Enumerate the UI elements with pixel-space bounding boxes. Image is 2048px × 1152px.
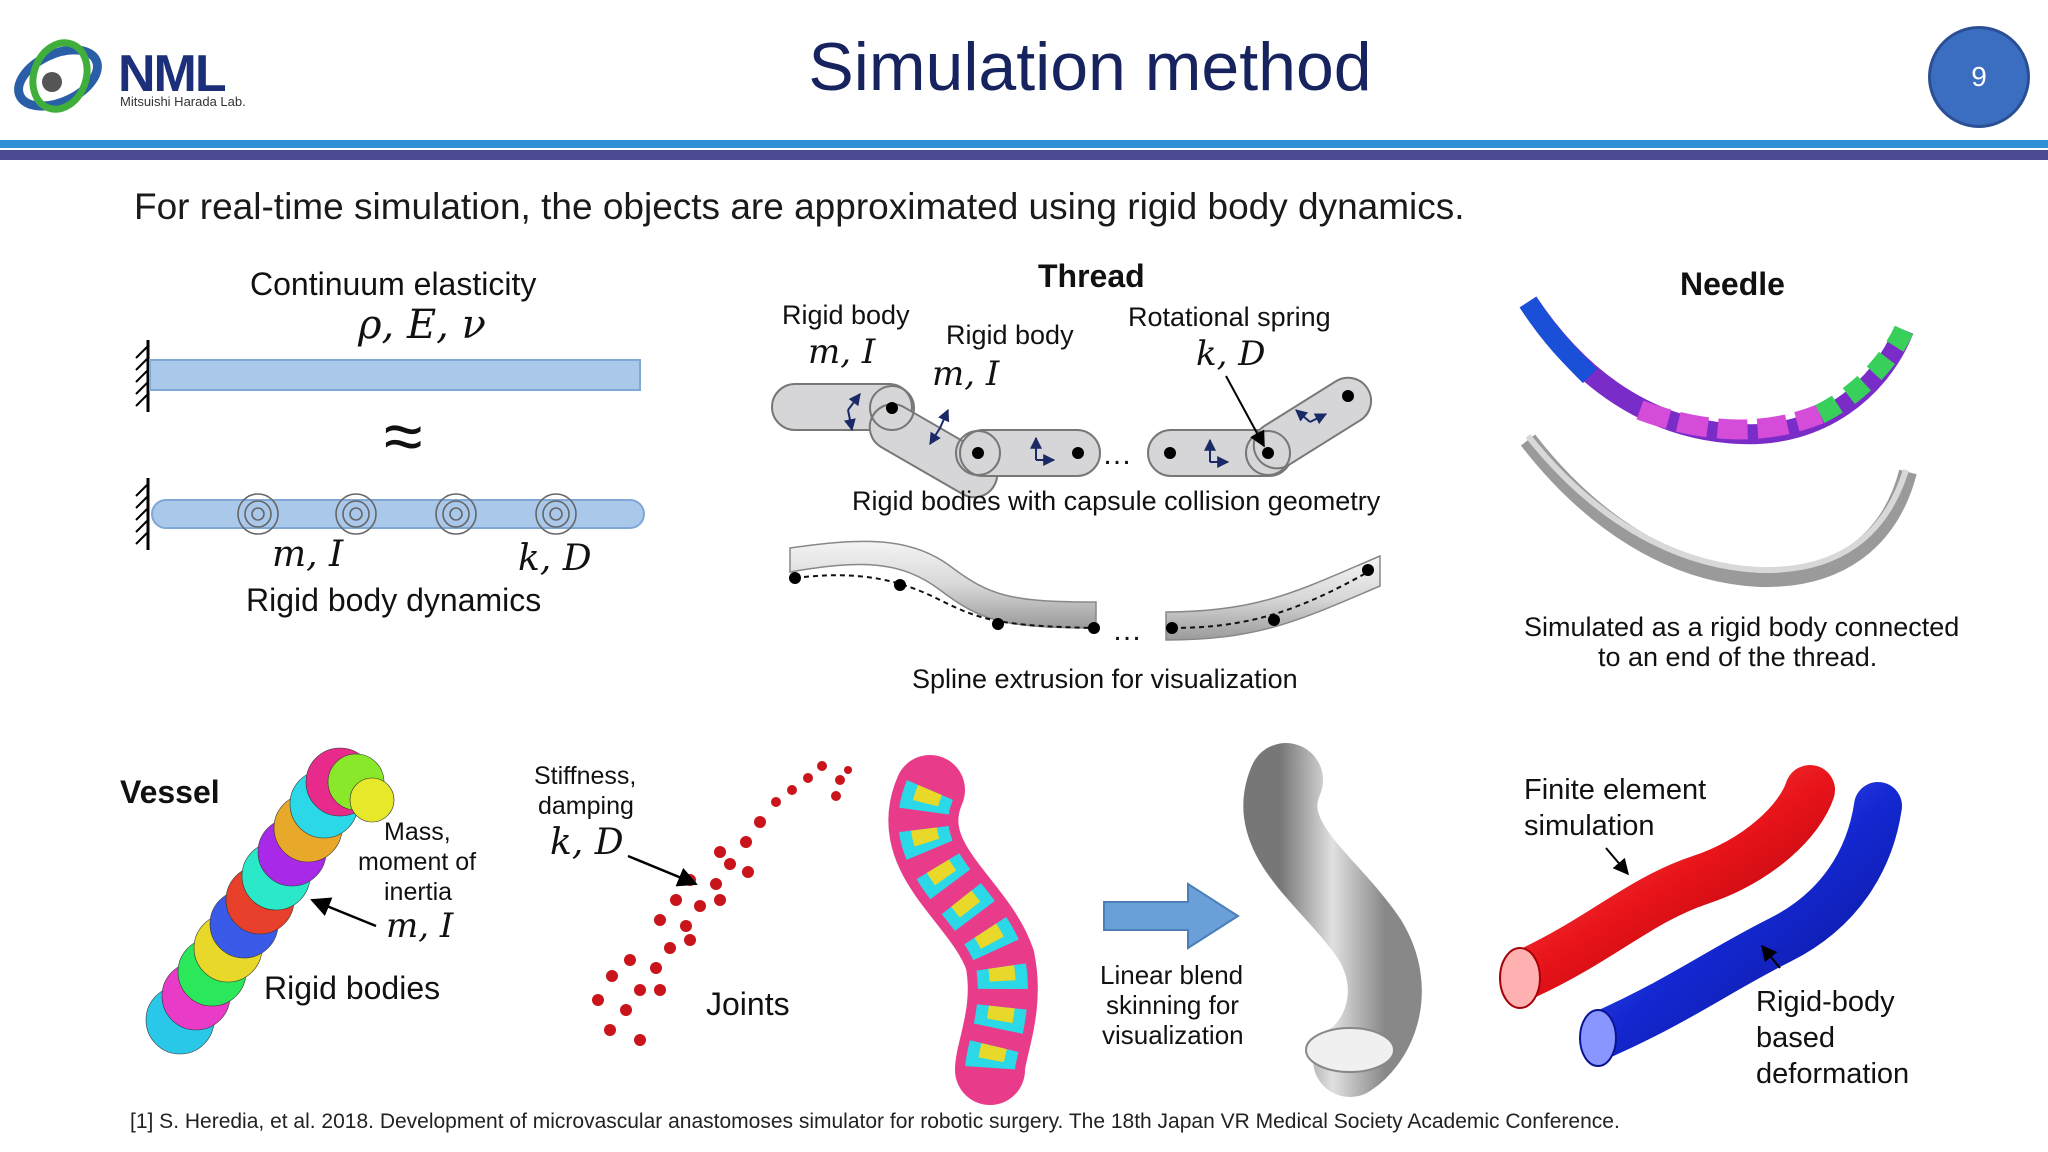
spring-symbol: k, D xyxy=(518,538,592,579)
needle-diagram xyxy=(1519,296,1917,588)
rigid-body-label-1: Rigid body xyxy=(782,300,910,330)
continuum-heading: Continuum elasticity xyxy=(250,266,537,302)
rigid-deform-line1: Rigid-body xyxy=(1756,986,1895,1018)
capsule-caption: Rigid bodies with capsule collision geom… xyxy=(852,486,1381,516)
needle-heading: Needle xyxy=(1680,266,1785,302)
rotational-spring-label: Rotational spring xyxy=(1128,302,1331,332)
stiffness-label-line2: damping xyxy=(538,792,634,820)
header-rule-top xyxy=(0,140,2048,148)
spline-caption: Spline extrusion for visualization xyxy=(912,664,1298,694)
vessel-skinned-discs xyxy=(888,755,1038,1105)
mass-pointer xyxy=(310,897,377,928)
rotational-spring-symbol: k, D xyxy=(1196,334,1266,374)
stiffness-pointer xyxy=(627,854,698,887)
mass-label-line2: moment of xyxy=(358,848,477,876)
needle-caption-line2: to an end of the thread. xyxy=(1598,642,1878,672)
skinning-line2: skinning for xyxy=(1106,990,1239,1020)
vessel-rigid-bodies xyxy=(145,747,395,1055)
intro-text: For real-time simulation, the objects ar… xyxy=(134,186,1465,227)
fem-label-line2: simulation xyxy=(1524,810,1655,842)
vessel-heading: Vessel xyxy=(120,774,220,810)
rigid-bodies-label: Rigid bodies xyxy=(264,970,441,1006)
continuum-params: ρ, E, ν xyxy=(358,302,486,348)
skinning-line3: visualization xyxy=(1102,1020,1244,1050)
approx-symbol: ≈ xyxy=(384,397,423,475)
page-number-badge: 9 xyxy=(1928,26,2030,128)
rigid-body-symbol-2: m, I xyxy=(932,354,1000,394)
citation: [1] S. Heredia, et al. 2018. Development… xyxy=(130,1110,1620,1133)
skinning-line1: Linear blend xyxy=(1100,960,1244,990)
continuum-beam-diagram xyxy=(135,340,645,550)
thread-capsule-diagram xyxy=(771,375,1373,499)
vessel-grey-mesh xyxy=(1243,743,1422,1097)
page-number: 9 xyxy=(1971,61,1987,92)
thread-ellipsis-bottom: … xyxy=(1112,614,1142,647)
needle-caption-line1: Simulated as a rigid body connected xyxy=(1524,612,1960,642)
page-title: Simulation method xyxy=(808,29,1372,105)
skinning-arrow xyxy=(1103,882,1240,950)
spline-extrusion-diagram xyxy=(789,540,1381,641)
joints-label: Joints xyxy=(706,986,790,1022)
fem-label-line1: Finite element xyxy=(1524,774,1707,806)
vessel-mass-symbol: m, I xyxy=(386,906,454,946)
mass-label-line3: inertia xyxy=(384,878,453,906)
rigid-body-label-2: Rigid body xyxy=(946,320,1074,350)
rigid-deform-line3: deformation xyxy=(1756,1058,1910,1090)
fem-vs-rigid-vessels xyxy=(1499,765,1902,1067)
stiffness-label-line1: Stiffness, xyxy=(534,762,637,790)
logo-wordmark: NML xyxy=(118,45,227,103)
logo-emblem xyxy=(14,39,102,113)
thread-ellipsis-top: … xyxy=(1102,438,1132,471)
thread-heading: Thread xyxy=(1038,258,1145,294)
mass-symbol: m, I xyxy=(272,534,344,575)
vessel-joints xyxy=(592,761,852,1046)
logo-subtitle: Mitsuishi Harada Lab. xyxy=(120,94,246,109)
header-rule-bottom xyxy=(0,150,2048,160)
rigid-deform-line2: based xyxy=(1756,1022,1836,1054)
rigid-body-dynamics-caption: Rigid body dynamics xyxy=(246,582,542,618)
mass-label-line1: Mass, xyxy=(384,818,451,846)
vessel-stiffness-symbol: k, D xyxy=(550,822,624,863)
rigid-body-symbol-1: m, I xyxy=(808,332,876,372)
